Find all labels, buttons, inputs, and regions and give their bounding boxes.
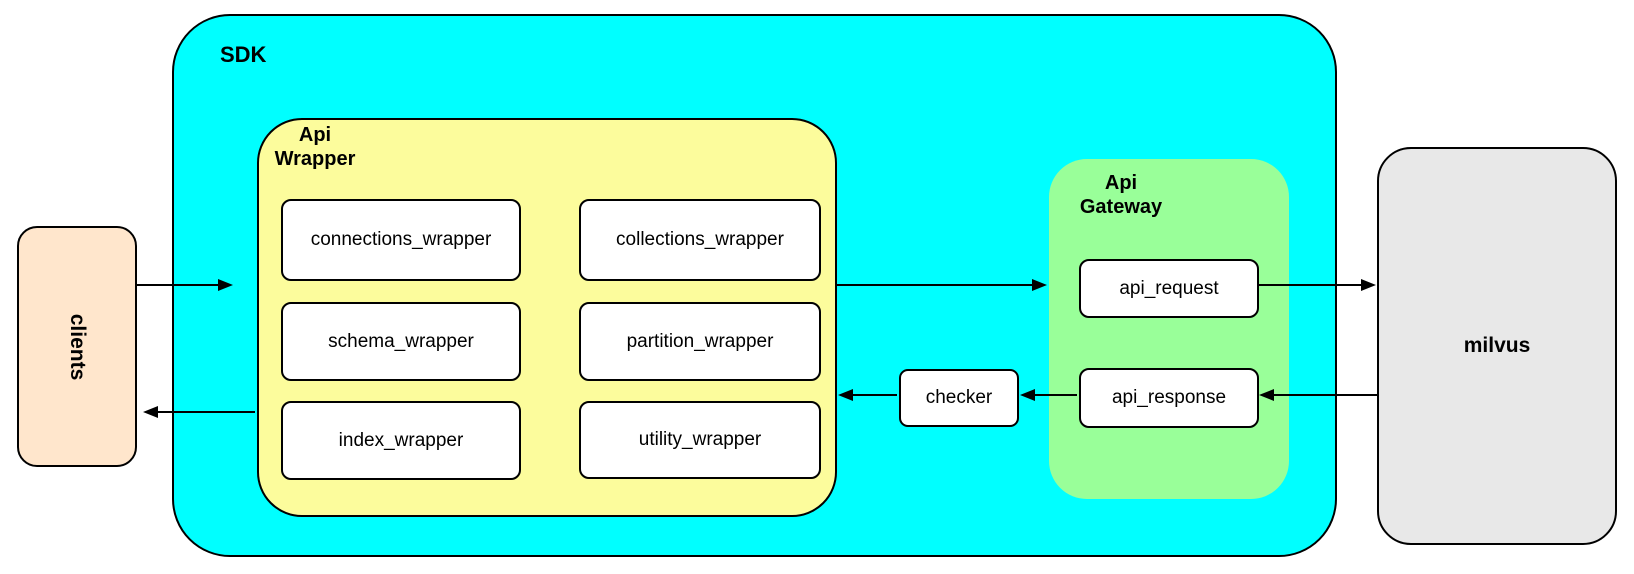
- api-gateway-label: Api Gateway: [1071, 171, 1171, 219]
- arrow-api-response-to-checker: [1020, 389, 1077, 401]
- wrapper-box-utility-label: utility_wrapper: [638, 429, 762, 450]
- arrow-api-request-to-milvus: [1257, 279, 1376, 291]
- milvus-label: milvus: [1463, 334, 1531, 357]
- arrow-api-wrapper-to-api-gateway: [835, 279, 1047, 291]
- api-wrapper-container: Api Wrapper connections_wrapper collecti…: [257, 118, 837, 517]
- gateway-box-api-response: api_response: [1079, 368, 1259, 428]
- wrapper-box-partition: partition_wrapper: [579, 302, 821, 381]
- arrow-checker-to-api-wrapper: [838, 389, 897, 401]
- wrapper-box-schema: schema_wrapper: [281, 302, 521, 381]
- api-gateway-label-line1: Api: [1104, 172, 1138, 194]
- checker-node: checker: [899, 369, 1019, 427]
- clients-label: clients: [66, 313, 89, 380]
- clients-node: clients: [17, 226, 137, 467]
- wrapper-box-index: index_wrapper: [281, 401, 521, 480]
- checker-label: checker: [925, 387, 993, 408]
- milvus-node: milvus: [1377, 147, 1617, 545]
- wrapper-box-partition-label: partition_wrapper: [626, 330, 774, 352]
- wrapper-box-utility: utility_wrapper: [579, 401, 821, 479]
- wrapper-box-schema-label: schema_wrapper: [328, 330, 474, 352]
- api-gateway-container: Api Gateway api_request api_response: [1049, 159, 1289, 499]
- api-wrapper-label-line1: Api: [298, 124, 332, 146]
- wrapper-box-collections-label: collections_wrapper: [616, 229, 784, 250]
- api-wrapper-label: Api Wrapper: [265, 123, 365, 171]
- wrapper-box-connections: connections_wrapper: [281, 199, 521, 281]
- sdk-container: SDK Api Wrapper connections_wrapper coll…: [172, 14, 1337, 557]
- sdk-label: SDK: [220, 42, 267, 67]
- wrapper-box-index-label: index_wrapper: [338, 429, 464, 451]
- api-request-label: api_request: [1119, 277, 1219, 299]
- arrow-milvus-to-api-response: [1259, 389, 1377, 401]
- arrow-clients-to-api-wrapper: [137, 279, 233, 291]
- wrapper-box-collections: collections_wrapper: [579, 199, 821, 281]
- api-response-label: api_response: [1111, 387, 1227, 408]
- api-wrapper-label-line2: Wrapper: [274, 148, 356, 170]
- wrapper-box-connections-label: connections_wrapper: [310, 229, 492, 250]
- api-gateway-label-line2: Gateway: [1079, 196, 1163, 218]
- gateway-box-api-request: api_request: [1079, 259, 1259, 318]
- arrow-api-wrapper-to-clients: [143, 406, 255, 418]
